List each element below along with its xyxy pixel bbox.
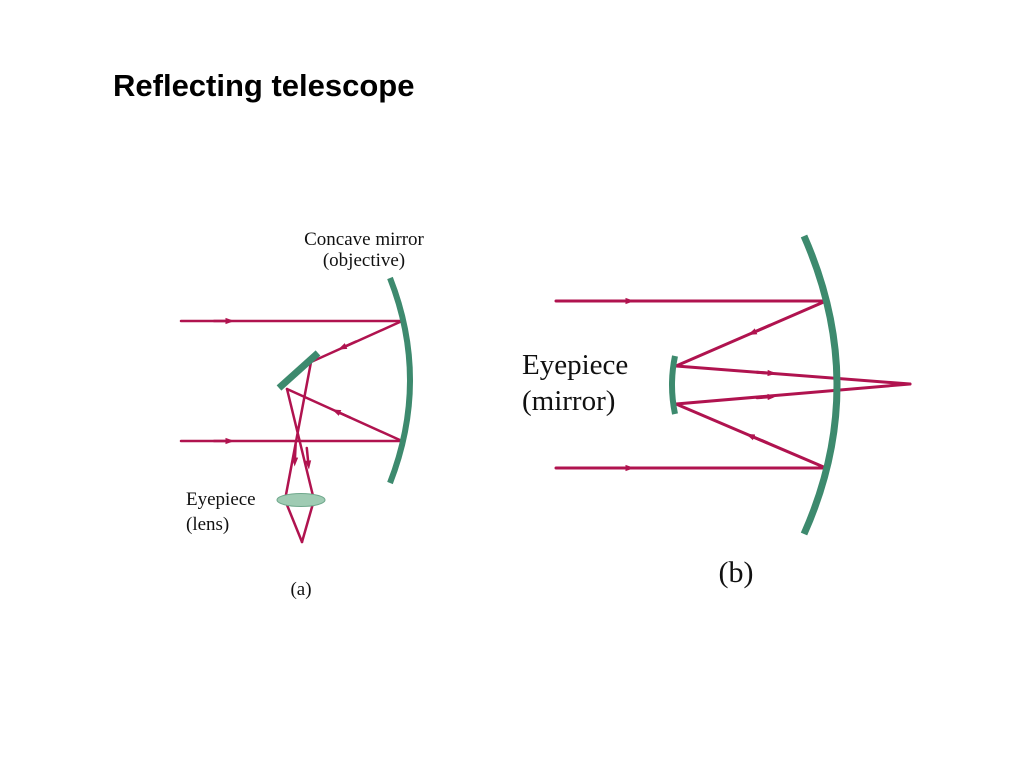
figure-b-caption: (b) (719, 556, 754, 589)
arrow-converging-bottom (745, 433, 769, 445)
figure-a-newtonian: Concave mirror (objective) Eyepiece (len… (179, 229, 425, 600)
arrow-down-left (291, 443, 299, 467)
flat-diagonal-mirror (276, 350, 321, 391)
eyepiece-mirror-label-line2: (mirror) (522, 385, 615, 417)
converging-ray-bottom (675, 382, 912, 470)
converging-ray-top (675, 299, 912, 386)
eyepiece-lens (276, 493, 326, 507)
concave-mirror-objective (387, 276, 413, 485)
objective-label-line2: (objective) (323, 250, 405, 271)
arrow-down-right (304, 446, 312, 470)
arrow-reflected-bottom (331, 409, 352, 419)
arrow-to-focus-bottom (755, 393, 777, 401)
objective-label-line1: Concave mirror (304, 229, 424, 250)
arrow-converging-top (747, 323, 772, 335)
concave-primary-mirror (800, 234, 841, 536)
eyepiece-mirror (669, 355, 678, 415)
figure-a-caption: (a) (290, 579, 311, 600)
slide-title: Reflecting telescope (113, 68, 415, 103)
eyepiece-lens-label-line2: (lens) (186, 514, 229, 535)
eyepiece-mirror-label-line1: Eyepiece (522, 349, 628, 381)
arrow-to-focus-top (755, 369, 777, 377)
eyepiece-lens-label-line1: Eyepiece (186, 489, 256, 510)
arrow-reflected-top (337, 340, 358, 350)
figure-b-cassegrain: Eyepiece (mirror) (b) (522, 234, 912, 589)
